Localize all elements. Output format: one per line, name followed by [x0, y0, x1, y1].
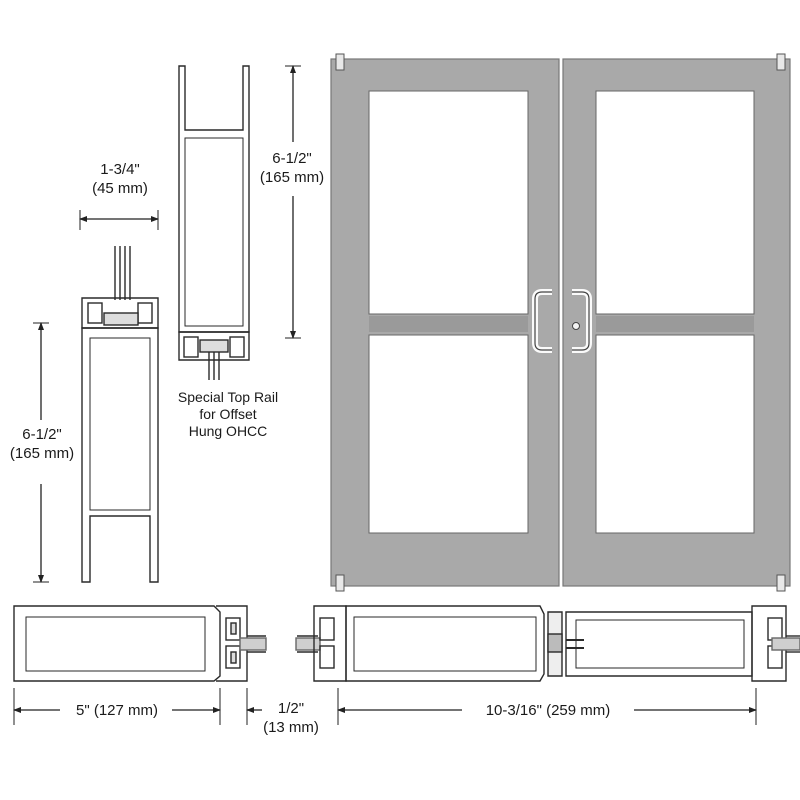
left-door-leaf [330, 53, 560, 592]
right-upper-glass [595, 90, 755, 315]
side-height-dim-label: 6-1/2" (165 mm) [0, 425, 84, 463]
caption-line-3: Hung OHCC [188, 423, 268, 439]
stile-width-dim-label: 5" (127 mm) [75, 702, 158, 719]
pair-width-dim-label: 10-3/16" (259 mm) [485, 702, 611, 719]
side-width-dim-label: 1-3/4" (45 mm) [80, 160, 160, 198]
special-height-mm: (165 mm) [259, 169, 325, 186]
left-upper-glass [368, 90, 529, 315]
caption-line-2: for Offset [199, 406, 257, 422]
gap-inches: 1/2" [277, 700, 305, 717]
double-door-elevation [330, 53, 791, 592]
left-top-pivot [335, 53, 345, 71]
right-bottom-pivot [776, 574, 786, 592]
side-width-inches: 1-3/4" [100, 161, 140, 178]
special-height-inches: 6-1/2" [272, 150, 312, 167]
lock-cylinder [572, 322, 580, 330]
side-height-mm: (165 mm) [9, 445, 75, 462]
right-mid-rail [596, 316, 754, 332]
stile-section-pair [295, 605, 800, 682]
left-bottom-pivot [335, 574, 345, 592]
caption-line-1: Special Top Rail [177, 389, 279, 405]
gap-mm: (13 mm) [263, 719, 319, 736]
left-mid-rail [369, 316, 528, 332]
dimension-lines [13, 65, 757, 725]
top-rail-section [81, 246, 159, 583]
special-top-rail-section [178, 65, 250, 380]
stile-section-single [13, 605, 267, 682]
right-lower-glass [595, 334, 755, 534]
side-height-inches: 6-1/2" [22, 426, 62, 443]
right-top-pivot [776, 53, 786, 71]
special-height-dim-label: 6-1/2" (165 mm) [250, 149, 334, 187]
side-width-mm: (45 mm) [92, 180, 148, 197]
right-door-leaf [562, 53, 791, 592]
gap-dim-label: 1/2" (13 mm) [256, 699, 326, 737]
left-lower-glass [368, 334, 529, 534]
special-top-rail-caption: Special Top Rail for Offset Hung OHCC [166, 389, 290, 440]
